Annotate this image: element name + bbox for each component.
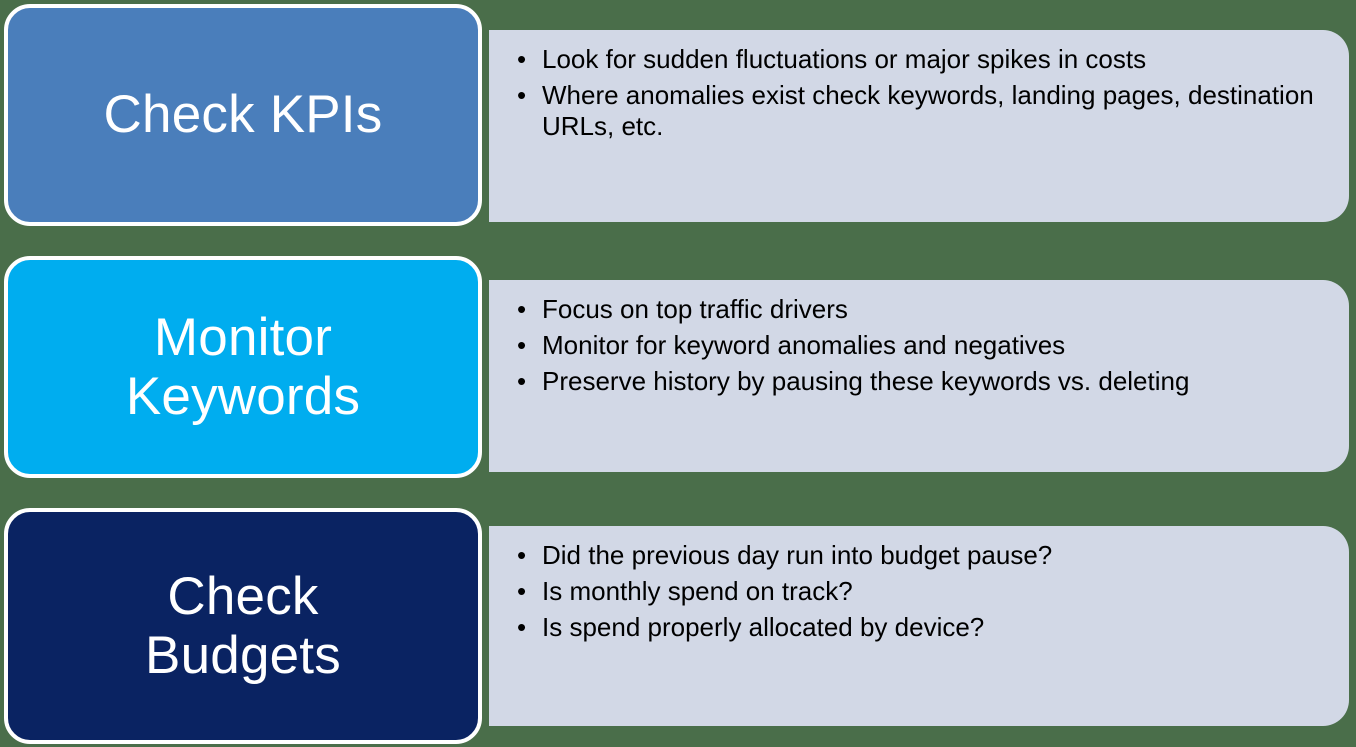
- bullet-point-icon: •: [517, 80, 527, 111]
- list-item: • Look for sudden fluctuations or major s…: [515, 44, 1329, 75]
- bullet-list: • Look for sudden fluctuations or major s…: [503, 44, 1329, 143]
- diagram-row: • Focus on top traffic drivers • Monitor f…: [0, 256, 1356, 478]
- bullet-point-icon: •: [517, 576, 527, 607]
- list-item-label: Preserve history by pausing these keywor…: [542, 366, 1190, 397]
- bullet-list: • Focus on top traffic drivers • Monitor f…: [503, 294, 1329, 398]
- bullet-point-icon: •: [517, 366, 527, 397]
- stage-label-box-check-budgets[interactable]: Check Budgets: [4, 508, 482, 744]
- list-item: • Monitor for keyword anomalies and negat…: [515, 330, 1329, 361]
- detail-panel: • Look for sudden fluctuations or major s…: [489, 30, 1349, 222]
- list-item-label: Look for sudden fluctuations or major sp…: [542, 44, 1147, 74]
- list-item: • Where anomalies exist check keywords, l…: [515, 80, 1329, 142]
- stage-label-box-monitor-keywords[interactable]: Monitor Keywords: [4, 256, 482, 478]
- detail-panel: • Did the previous day run into budget pa…: [489, 526, 1349, 726]
- bullet-point-icon: •: [517, 612, 527, 643]
- diagram-row: • Look for sudden fluctuations or major s…: [0, 4, 1356, 226]
- stage-label-box-check-kpis[interactable]: Check KPIs: [4, 4, 482, 226]
- list-item-label: Is monthly spend on track?: [542, 576, 853, 607]
- list-item-label: Focus on top traffic drivers: [542, 294, 848, 324]
- bullet-list: • Did the previous day run into budget pa…: [503, 540, 1329, 644]
- list-item: • Is spend properly allocated by device?: [515, 612, 1329, 643]
- list-item-label: Is spend properly allocated by device?: [542, 612, 985, 643]
- bullet-point-icon: •: [517, 540, 527, 570]
- diagram-row: • Did the previous day run into budget pa…: [0, 508, 1356, 744]
- stage-label-text: Monitor Keywords: [125, 307, 361, 426]
- list-item-label: Did the previous day run into budget pau…: [542, 540, 1053, 570]
- bullet-point-icon: •: [517, 294, 527, 324]
- stage-label-text: Check Budgets: [145, 566, 341, 685]
- list-item-label: Monitor for keyword anomalies and negati…: [542, 330, 1066, 361]
- list-item-label: Where anomalies exist check keywords, la…: [542, 80, 1314, 142]
- bullet-point-icon: •: [517, 330, 527, 361]
- detail-panel: • Focus on top traffic drivers • Monitor f…: [489, 280, 1349, 472]
- bullet-point-icon: •: [517, 44, 527, 74]
- list-item: • Is monthly spend on track?: [515, 576, 1329, 607]
- list-item: • Preserve history by pausing these keywo…: [515, 366, 1329, 397]
- stage-label-text: Check KPIs: [103, 85, 383, 145]
- list-item: • Focus on top traffic drivers: [515, 294, 1329, 325]
- list-item: • Did the previous day run into budget pa…: [515, 540, 1329, 571]
